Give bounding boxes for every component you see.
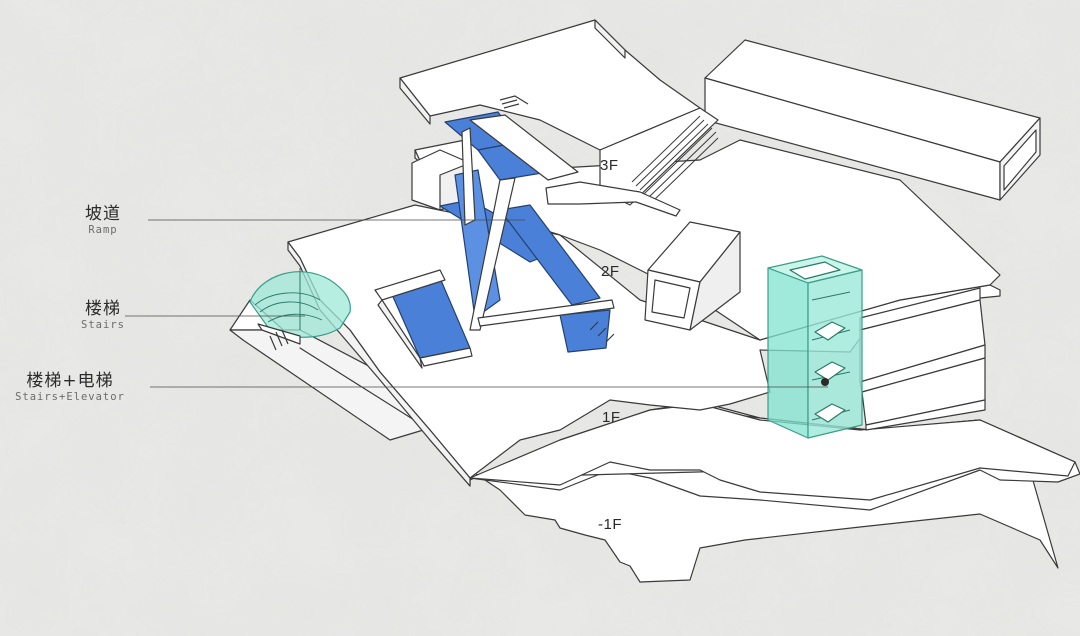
callout-stairs-en: Stairs [81,319,125,331]
callout-stairs-elevator: 楼梯+电梯 Stairs+Elevator [8,371,132,403]
floor-label-2f: 2F [601,263,620,280]
callout-stairs-elevator-en: Stairs+Elevator [15,391,125,403]
callout-stairs-zh: 楼梯 [85,299,121,319]
glass-tower [767,255,863,439]
bridge-3f [545,181,681,217]
floor-label-1f: 1F [602,409,621,426]
callout-stairs-elevator-zh: 楼梯+电梯 [26,371,114,391]
long-box-volume [704,39,1041,201]
ramp-walls [374,114,615,369]
right-floor-bands [859,287,986,431]
callout-stairs: 楼梯 Stairs [60,299,146,331]
cantilever-box [644,221,741,331]
callout-ramp-en: Ramp [88,224,118,236]
spiral-stair [249,268,351,345]
grand-stair [599,107,719,206]
floor-label-b1: -1F [598,516,622,533]
callout-ramp: 坡道 Ramp [60,204,146,236]
stair-details [269,95,615,351]
floor-label-3f: 3F [600,157,619,174]
leader-lines [125,219,828,388]
callout-ramp-zh: 坡道 [85,204,121,224]
